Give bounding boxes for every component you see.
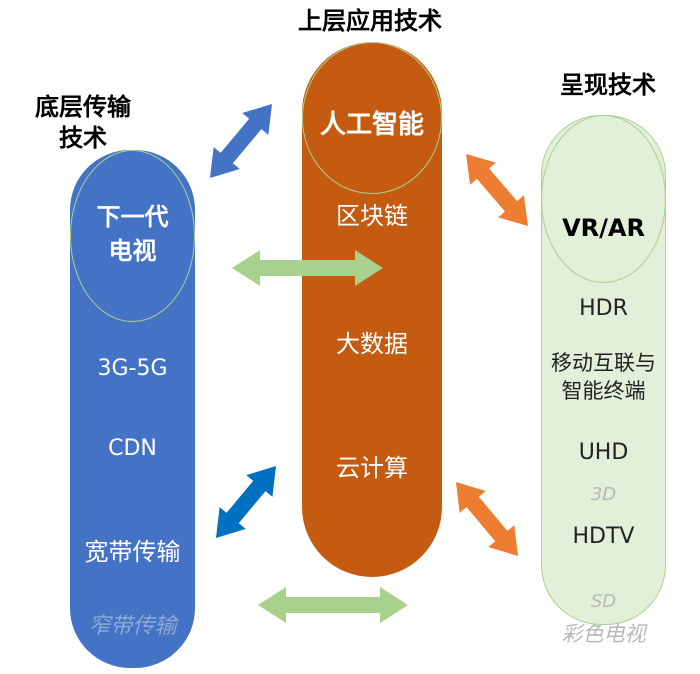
middle-column-circle bbox=[302, 42, 442, 194]
title-bottom-transport: 底层传输 技术 bbox=[35, 93, 131, 153]
arrow-bottom-horizontal bbox=[258, 587, 408, 623]
arrow-ai-to-vr bbox=[466, 154, 528, 226]
middle-item-blockchain: 区块链 bbox=[336, 202, 408, 230]
right-item-mobile-internet: 移动互联与 智能终端 bbox=[551, 351, 656, 403]
right-circle-label: VR/AR bbox=[562, 214, 645, 242]
right-item-hdtv: HDTV bbox=[572, 524, 635, 549]
right-item-hdr: HDR bbox=[579, 296, 628, 321]
right-item-color-tv-faded: 彩色电视 bbox=[561, 622, 646, 646]
arrow-cloud-to-hdtv bbox=[456, 482, 519, 556]
right-column-circle bbox=[541, 115, 666, 283]
middle-item-cloud-computing: 云计算 bbox=[336, 454, 408, 482]
left-column-circle bbox=[70, 150, 195, 322]
title-top-application: 上层应用技术 bbox=[298, 7, 442, 35]
middle-item-big-data: 大数据 bbox=[336, 330, 408, 358]
right-item-3d-faded: 3D bbox=[590, 484, 617, 505]
right-item-sd-faded: SD bbox=[590, 591, 617, 612]
left-item-3g-5g: 3G-5G bbox=[97, 356, 168, 381]
middle-circle-label: 人工智能 bbox=[319, 110, 424, 140]
left-item-broadband: 宽带传输 bbox=[84, 538, 181, 566]
arrow-middle-horizontal bbox=[232, 250, 383, 286]
arrow-bottom-to-ai bbox=[210, 104, 273, 178]
left-item-cdn: CDN bbox=[108, 436, 157, 461]
arrow-cloud-to-broadband bbox=[216, 465, 277, 538]
title-presentation: 呈现技术 bbox=[560, 71, 656, 99]
left-circle-label: 下一代 电视 bbox=[96, 203, 169, 265]
right-item-uhd: UHD bbox=[578, 440, 629, 465]
left-item-narrowband-faded: 窄带传输 bbox=[88, 614, 177, 639]
